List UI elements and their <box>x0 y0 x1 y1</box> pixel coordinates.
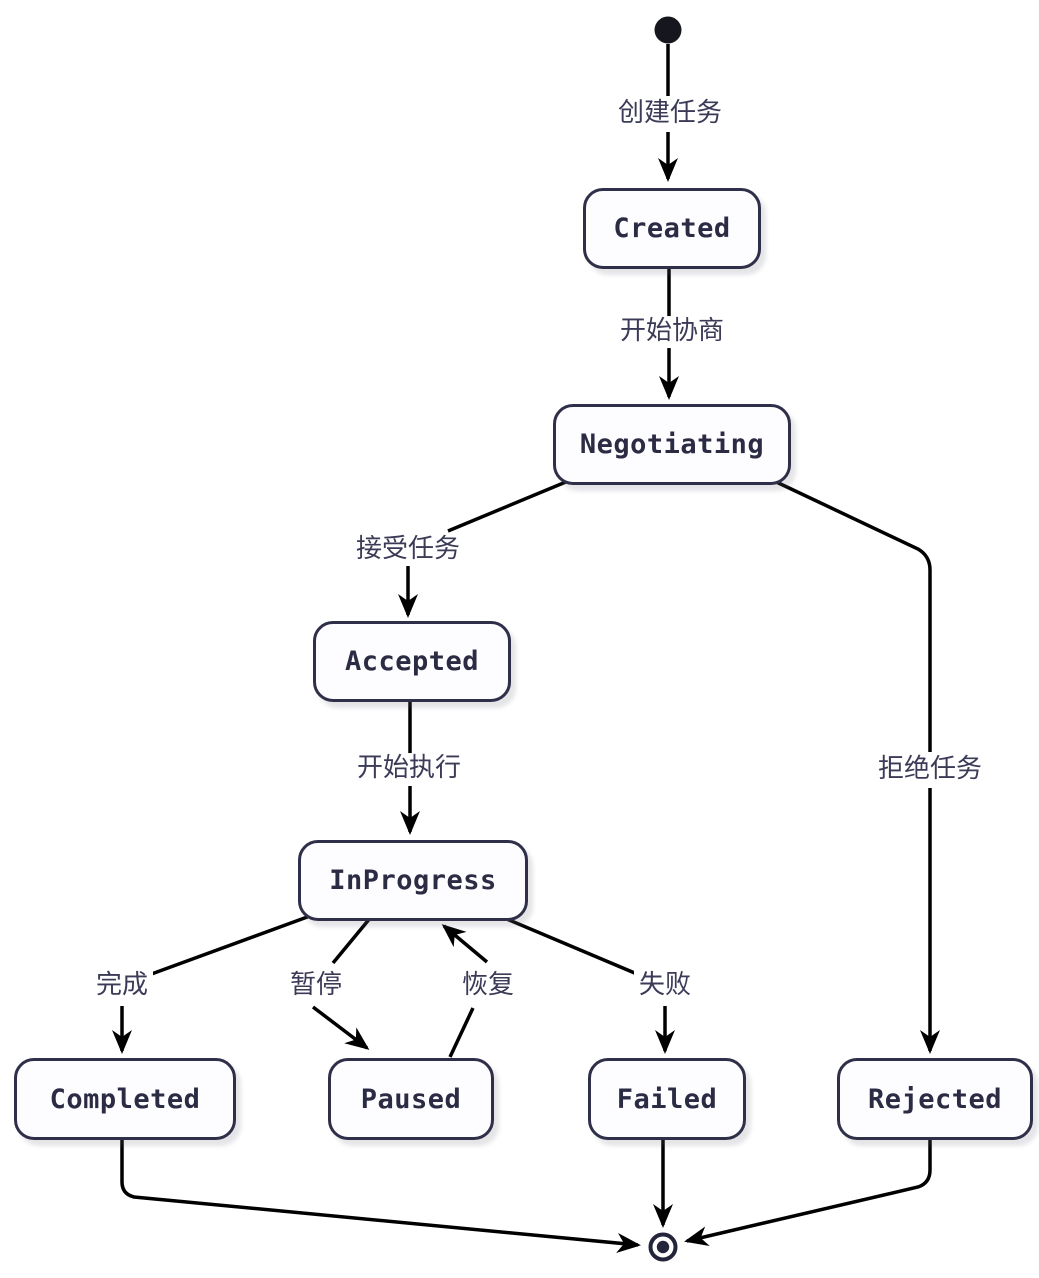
state-paused: Paused <box>328 1058 494 1140</box>
state-failed-label: Failed <box>616 1083 718 1115</box>
state-paused-label: Paused <box>360 1083 462 1115</box>
state-rejected: Rejected <box>837 1058 1033 1140</box>
edge-label-start-negotiation: 开始协商 <box>614 316 730 348</box>
edge-label-reject-task: 拒绝任务 <box>872 754 988 786</box>
initial-state-dot <box>654 16 682 44</box>
state-accepted-label: Accepted <box>344 646 480 677</box>
edge-label-fail: 失败 <box>633 970 697 1002</box>
state-negotiating-label: Negotiating <box>579 429 765 460</box>
edge-label-start-execution: 开始执行 <box>351 753 467 785</box>
edge-label-create-task: 创建任务 <box>612 98 728 130</box>
edge-paused-inprogress <box>444 926 489 1058</box>
final-state-icon <box>648 1232 678 1262</box>
state-created: Created <box>583 188 761 269</box>
state-inprogress-label: InProgress <box>329 865 497 896</box>
edge-negotiating-accepted <box>408 477 574 615</box>
edge-negotiating-rejected <box>769 477 930 1051</box>
state-failed: Failed <box>588 1058 746 1140</box>
edge-label-pause: 暂停 <box>284 970 348 1002</box>
state-created-label: Created <box>613 213 731 244</box>
state-inprogress: InProgress <box>298 840 528 921</box>
state-completed: Completed <box>14 1058 236 1140</box>
edge-label-complete: 完成 <box>90 970 154 1002</box>
edge-label-accept-task: 接受任务 <box>350 534 466 566</box>
edge-rejected-end <box>684 1134 932 1246</box>
edge-label-resume: 恢复 <box>456 970 520 1002</box>
edge-inprogress-completed <box>122 914 311 1051</box>
state-accepted: Accepted <box>313 621 511 702</box>
edge-inprogress-paused <box>311 915 371 1048</box>
state-negotiating: Negotiating <box>553 404 791 485</box>
state-rejected-label: Rejected <box>867 1083 1003 1115</box>
edge-inprogress-failed <box>501 915 665 1051</box>
edge-completed-end <box>120 1134 641 1253</box>
state-completed-label: Completed <box>49 1083 201 1115</box>
